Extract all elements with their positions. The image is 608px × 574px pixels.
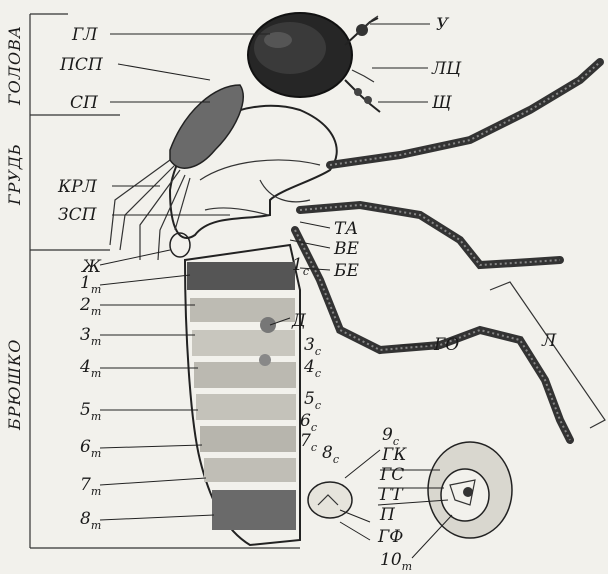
scutum [170,85,243,168]
label-zsp: ЗСП [58,205,98,225]
abdomen-section-label: БРЮШКО [5,339,24,431]
label-ve: ВЕ [333,239,359,259]
label-gl: ГЛ [71,25,98,45]
abdomen [185,245,300,545]
head-section-label: ГОЛОВА [5,25,24,106]
sternite-label: 3с [304,335,321,358]
tergite-label: 2т [79,295,101,318]
leg-bracket [490,282,605,428]
sternite-label: 4с [303,357,321,380]
label-psp: ПСП [59,55,104,75]
wing [110,160,190,260]
tergite-label: 6т [80,437,101,460]
genitalia-inset [428,442,512,538]
label-gf: ГФ [377,527,403,547]
label-gt: ГТ [379,485,404,505]
tergite-label: 5т [80,400,101,423]
antenna [345,16,378,45]
proboscis [345,70,380,112]
label-l: Л [541,331,557,351]
label-lts: ЛЦ [431,59,462,79]
thorax-section-label: ГРУДЬ [5,143,24,206]
label-d: Д [291,311,307,331]
label-p: П [379,505,396,525]
label-be: БЕ [333,261,359,281]
tergite-label: 4т [79,357,101,380]
sternite-labels: 1с 3с 4с 5с 6с 7с 8с 9с [292,255,399,466]
sternite-label: 5с [304,389,321,412]
front-leg [330,62,600,165]
tergite-label: 10т [380,550,412,573]
tergite-label: 3т [80,325,101,348]
compound-eye [248,13,352,97]
sternite-label: 7с [300,431,317,454]
halter [170,233,190,257]
tergite-label: 7т [80,475,101,498]
label-krl: КРЛ [57,177,98,197]
abdomen-segments [187,262,296,530]
sternite-label: 8с [322,443,339,466]
label-u: У [436,15,450,35]
label-sp: СП [70,93,99,113]
label-gs: ГС [379,465,404,485]
tergite-label: 8т [80,509,101,532]
label-shch: Щ [431,93,452,113]
label-go: ГО [433,335,459,355]
label-gk: ГК [381,445,407,465]
label-ta: ТА [334,219,358,239]
